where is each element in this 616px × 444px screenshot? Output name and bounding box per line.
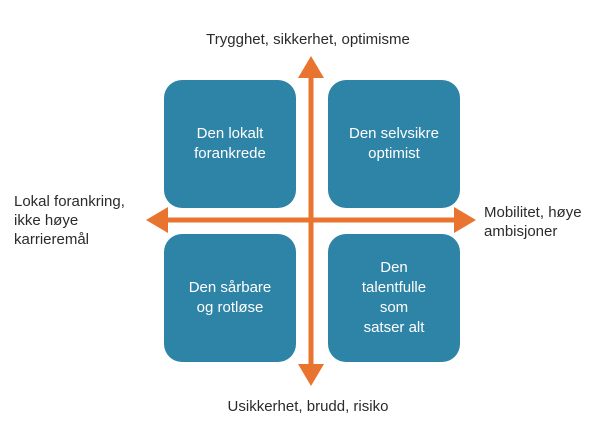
up-arrow-head	[298, 56, 324, 78]
quadrant-top-right-label: Den selvsikre optimist	[348, 125, 440, 162]
left-arrow-head	[146, 207, 168, 233]
axis-label-top: Trygghet, sikkerhet, optimisme	[206, 31, 410, 48]
quadrant-top-left-label: Den lokalt forankrede	[194, 125, 266, 162]
quadrant-top-right: Den selvsikre optimist	[328, 80, 460, 208]
quadrant-top-left: Den lokalt forankrede	[164, 80, 296, 208]
quadrant-bottom-right: Den talentfulle som satser alt	[328, 234, 460, 362]
quadrant-bottom-right-label: Den talentfulle som satser alt	[361, 259, 427, 336]
quadrant-bottom-left: Den sårbare og rotløse	[164, 234, 296, 362]
axis-label-bottom: Usikkerhet, brudd, risiko	[227, 398, 389, 415]
right-arrow-head	[454, 207, 476, 233]
axis-label-right: Mobilitet, høye ambisjoner	[484, 204, 582, 240]
quadrant-bottom-left-label: Den sårbare og rotløse	[188, 279, 272, 316]
down-arrow-head	[298, 364, 324, 386]
axis-label-left: Lokal forankring, ikke høye karrieremål	[14, 193, 125, 248]
